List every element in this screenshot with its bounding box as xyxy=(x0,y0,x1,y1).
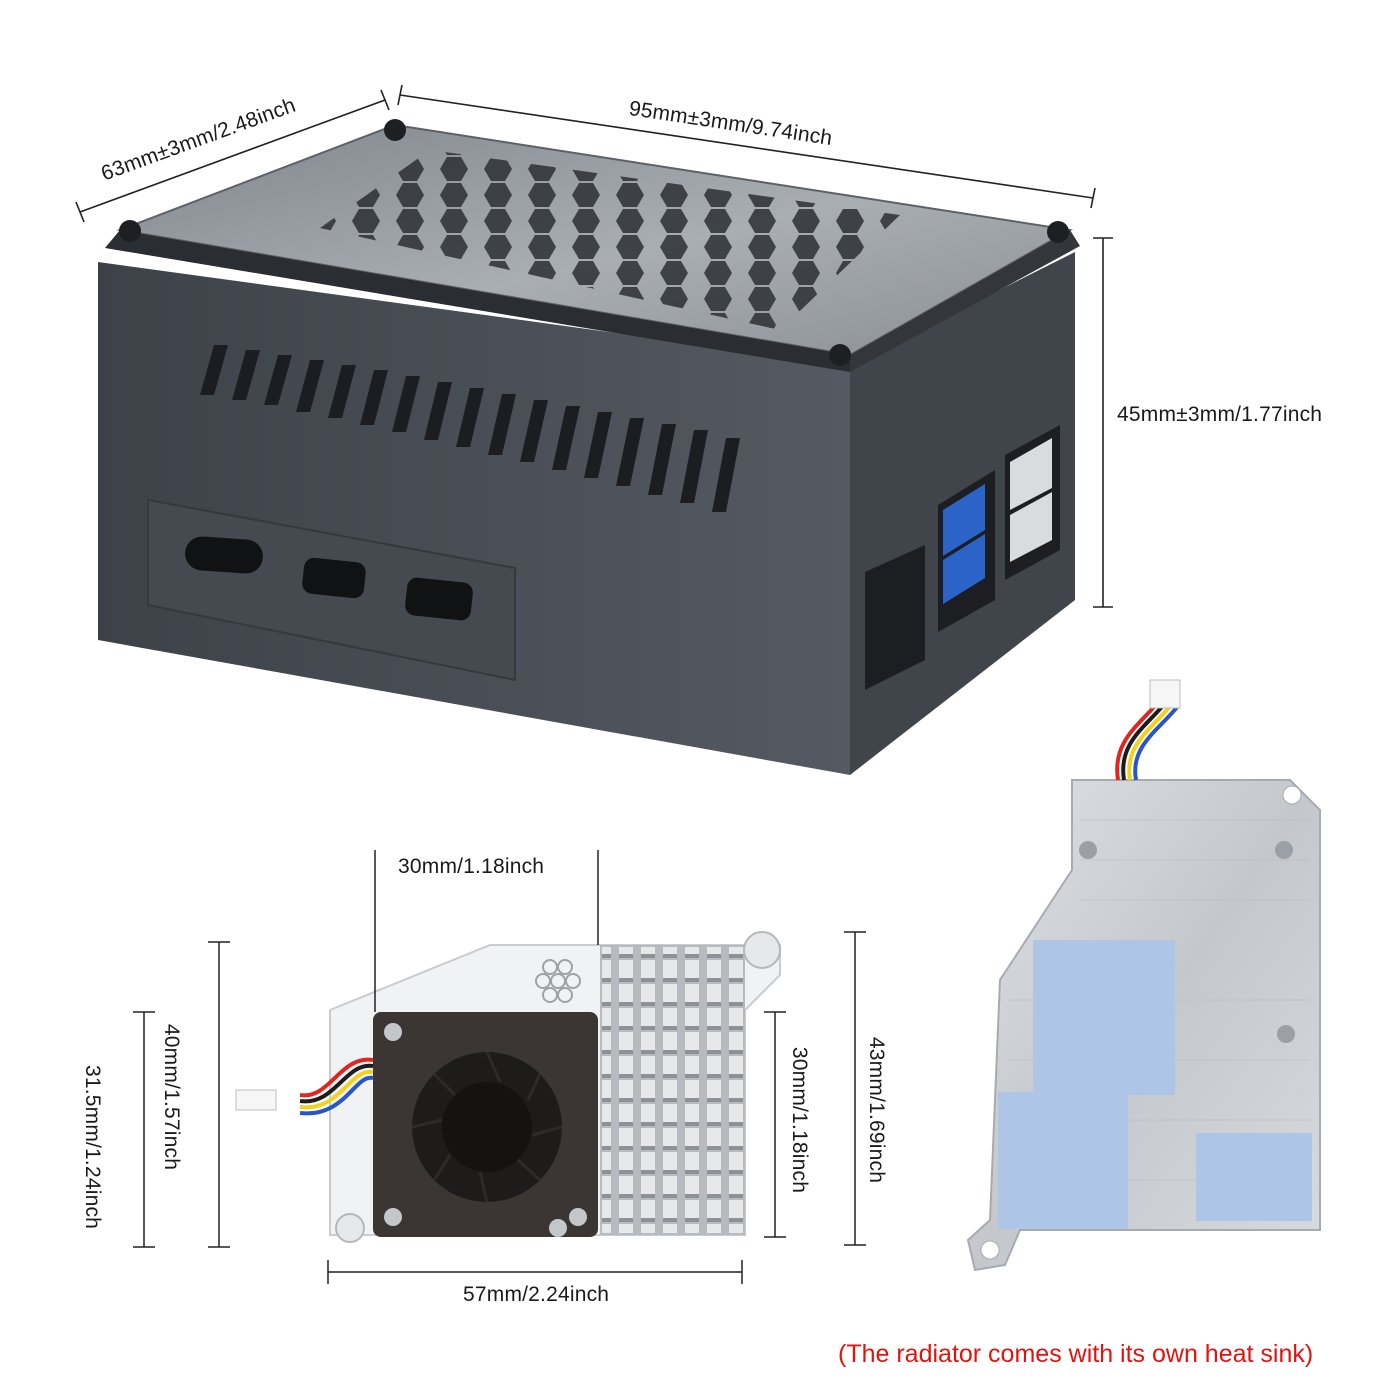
fan-connector-icon xyxy=(235,1089,277,1111)
case-height-label: 45mm±3mm/1.77inch xyxy=(1117,403,1323,426)
radiator-screw-icon xyxy=(1079,841,1097,859)
heatsink-fins xyxy=(602,947,743,1233)
radiator-connector-icon xyxy=(1149,679,1181,709)
radiator-mount-hole-icon xyxy=(980,1240,1000,1260)
micro-hdmi-port-icon xyxy=(405,577,473,621)
plate-standoff-icon xyxy=(335,1213,365,1243)
radiator-screw-icon xyxy=(1277,1025,1295,1043)
lid-edge-side xyxy=(850,230,1080,372)
cooler-height-outer-label: 40mm/1.57inch xyxy=(160,1023,184,1171)
cooler-total-width-label: 57mm/2.24inch xyxy=(463,1283,610,1306)
fan-screw-icon xyxy=(384,1208,402,1226)
usb-c-port-icon xyxy=(185,536,263,574)
raspberry-logo-icon xyxy=(535,959,581,1003)
lid-edge xyxy=(105,230,850,372)
ethernet-port-icon xyxy=(865,545,925,690)
lid-screw-icon xyxy=(119,220,141,242)
dimension-lines-case xyxy=(75,84,1113,608)
fan-height-label: 30mm/1.18inch xyxy=(788,1046,812,1194)
radiator-cable xyxy=(1115,698,1180,781)
usb2-inner-icon xyxy=(1010,438,1052,510)
thermal-pad xyxy=(998,1092,1128,1229)
radiator-screw-icon xyxy=(1275,841,1293,859)
case-front-face xyxy=(98,262,850,775)
fan-width-label: 30mm/1.18inch xyxy=(398,855,545,878)
plate-standoff-icon xyxy=(743,931,781,969)
fan-screw-icon xyxy=(549,1219,567,1237)
cooler-total-height-label: 43mm/1.69inch xyxy=(865,1036,889,1184)
micro-hdmi-port-icon xyxy=(302,557,366,599)
front-vent-slots xyxy=(200,345,740,512)
usb3-inner-icon xyxy=(943,534,985,604)
cooler-hole-spacing-label: 31.5mm/1.24inch xyxy=(81,1064,105,1230)
lid-screw-icon xyxy=(829,344,851,366)
lid-hex-vents xyxy=(320,150,900,330)
lid-screw-icon xyxy=(1047,221,1069,243)
usb2-inner-icon xyxy=(1010,492,1052,562)
fan-hub-icon xyxy=(442,1082,532,1172)
thermal-pad xyxy=(1196,1133,1312,1221)
radiator-backside xyxy=(966,679,1321,1272)
radiator-mount-hole-icon xyxy=(1282,785,1302,805)
fan-screw-icon xyxy=(384,1023,402,1041)
thermal-pad xyxy=(1033,940,1175,1095)
dimension-lines-cooler xyxy=(133,850,866,1284)
fan-cable xyxy=(299,1057,374,1116)
radiator-note: (The radiator comes with its own heat si… xyxy=(838,1340,1314,1368)
fan-cooler xyxy=(235,931,781,1243)
case xyxy=(98,119,1080,775)
fan-blades xyxy=(411,1051,563,1203)
usb3-inner-icon xyxy=(943,484,985,556)
lid-screw-icon xyxy=(384,119,406,141)
fan-screw-icon xyxy=(569,1208,587,1226)
